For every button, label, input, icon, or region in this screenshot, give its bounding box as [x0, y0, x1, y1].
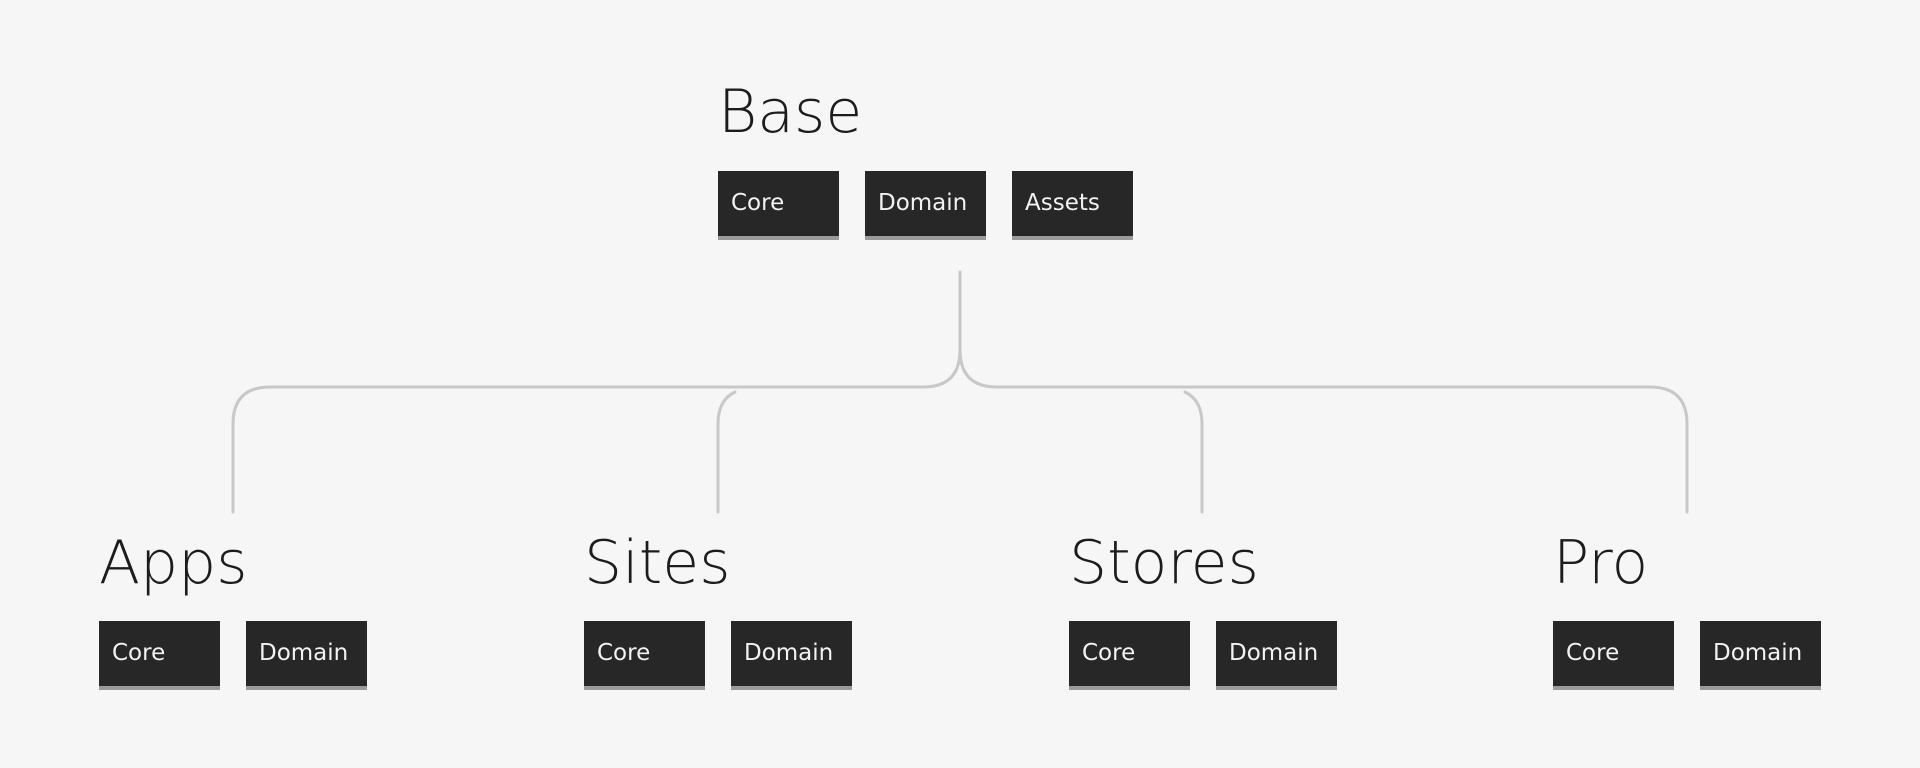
module-box-assets: Assets [1012, 171, 1133, 240]
connector-base-to-sites [716, 390, 737, 514]
module-box-core: Core [1069, 621, 1190, 690]
connector-base-to-pro [958, 348, 1689, 514]
module-label: Domain [878, 190, 968, 216]
module-box-domain: Domain [865, 171, 986, 240]
module-label: Domain [744, 640, 834, 666]
module-label: Core [1082, 640, 1136, 666]
connector-base-to-apps [231, 348, 962, 514]
module-box-domain: Domain [246, 621, 367, 690]
module-label: Core [731, 190, 785, 216]
module-box-core: Core [1553, 621, 1674, 690]
module-label: Domain [1229, 640, 1319, 666]
module-box-domain: Domain [731, 621, 852, 690]
group-title: Apps [99, 528, 248, 598]
module-box-core: Core [99, 621, 220, 690]
module-label: Domain [1713, 640, 1803, 666]
connector-base-to-stores [1183, 390, 1204, 514]
module-box-domain: Domain [1700, 621, 1821, 690]
module-label: Assets [1025, 190, 1100, 216]
module-box-domain: Domain [1216, 621, 1337, 690]
module-label: Core [597, 640, 651, 666]
module-box-core: Core [584, 621, 705, 690]
module-label: Domain [259, 640, 349, 666]
group-title: Stores [1069, 528, 1259, 598]
module-label: Core [1566, 640, 1620, 666]
group-title: Base [718, 77, 863, 147]
module-box-core: Core [718, 171, 839, 240]
group-title: Pro [1553, 528, 1649, 598]
module-label: Core [112, 640, 166, 666]
group-title: Sites [584, 528, 731, 598]
